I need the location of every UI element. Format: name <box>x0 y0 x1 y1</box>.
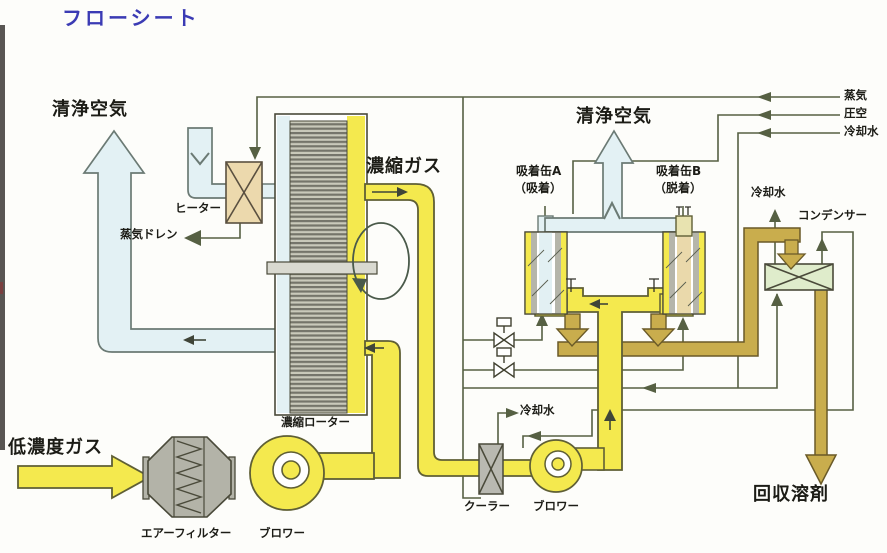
gas-into-rotor-arrow-icon <box>364 343 375 353</box>
solvent-down-arrow-icon <box>804 454 838 486</box>
vapor-down-arrow-icon <box>555 328 590 348</box>
label-cooler: クーラー <box>464 499 510 513</box>
gas-tee-arrow-icon <box>589 299 600 309</box>
utility-arrowheads <box>184 92 828 441</box>
steam-drain-arrow-icon <box>184 230 201 246</box>
gas-riser-up-arrow-icon <box>604 409 616 421</box>
steam-into-heater-arrow-icon <box>249 147 261 160</box>
heater <box>225 161 263 224</box>
label-recovered-solvent: 回収溶剤 <box>753 484 829 505</box>
condenser-cooling-in-arrow-icon <box>771 293 783 306</box>
label-clean-air-right: 清浄空気 <box>576 106 652 127</box>
label-concentrated-gas: 濃縮ガス <box>366 156 442 177</box>
steam-into-a-arrow-icon <box>536 313 548 326</box>
adsorber-vessel-a <box>524 231 568 315</box>
steam-valve-line-a <box>463 322 543 341</box>
adsorber-vessel-b <box>662 231 706 315</box>
rotor-shaft <box>266 261 378 275</box>
desorb-down-arrows <box>555 313 676 348</box>
label-compressed-air-supply: 圧空 <box>844 106 867 120</box>
label-blower-main: ブロワー <box>259 526 305 540</box>
concentration-rotor <box>266 113 410 416</box>
adsorber-b-top-fitting <box>675 206 693 237</box>
solvent-vapor-piping <box>557 227 807 357</box>
intake-down-chevron-icon <box>190 152 210 166</box>
cooler-unit <box>478 443 504 495</box>
label-adsorber-a-name: 吸着缶A <box>516 164 562 178</box>
rotation-arrow-icon <box>352 222 410 300</box>
low-concentration-gas-inlet-arrow-icon <box>17 454 152 500</box>
steam-supply-line <box>256 96 840 150</box>
scan-edge-artifact <box>0 25 5 450</box>
recovered-solvent-outlet <box>804 287 838 486</box>
label-steam-drain: 蒸気ドレン <box>120 227 178 241</box>
heater-air-intake-pipe <box>187 127 279 199</box>
air-filter-unit <box>142 436 236 518</box>
cooling-header-arrow-icon <box>642 383 656 393</box>
switching-valve-b <box>493 347 515 379</box>
clean-air-up-arrow-icon <box>82 129 278 353</box>
steam-valve-line-b <box>463 326 684 371</box>
label-air-filter: エアーフィルター <box>141 526 232 540</box>
fitting-pins-icon <box>676 206 691 215</box>
secondary-blower <box>529 439 605 493</box>
label-condenser: コンデンサー <box>798 208 867 222</box>
label-adsorber-b-mode: （脱着） <box>654 181 703 195</box>
cup-pins-icon <box>566 278 659 292</box>
cooling-water-arrow-icon <box>757 128 771 138</box>
vapor-down-arrow-icon <box>641 328 676 348</box>
label-clean-air-left: 清浄空気 <box>52 99 128 120</box>
label-cooling-water-condenser-out: 冷却水 <box>751 185 786 199</box>
cooling-water-header-line <box>463 294 778 389</box>
cooling-water-supply-line <box>737 132 840 388</box>
clean-air-up-arrow-icon <box>544 129 691 233</box>
label-low-concentration-gas: 低濃度ガス <box>8 437 103 458</box>
label-adsorber-a-mode: （吸着） <box>514 181 563 195</box>
compressed-air-arrow-icon <box>757 110 771 120</box>
label-heater: ヒーター <box>175 201 221 215</box>
steam-into-b-arrow-icon <box>677 317 689 330</box>
condenser-unit <box>764 263 834 291</box>
main-blower <box>249 435 375 511</box>
flow-left-arrow-icon <box>183 335 194 345</box>
page-title: フローシート <box>62 6 200 30</box>
vent-up-arrow-icon <box>816 238 828 251</box>
clean-air-up-chevron-icon <box>603 200 621 220</box>
steam-branch-line <box>462 97 481 499</box>
gas-out-arrow-icon <box>397 187 408 197</box>
cooler-cooling-out-line <box>497 412 512 446</box>
label-adsorber-b-name: 吸着缶B <box>656 164 702 178</box>
switching-valve-a <box>493 317 515 349</box>
vapor-into-condenser-arrow-icon <box>776 253 807 270</box>
label-cooling-water-cooler-out: 冷却水 <box>520 403 555 417</box>
steam-drain-line <box>198 223 241 239</box>
label-steam-supply: 蒸気 <box>844 88 867 102</box>
steam-arrow-icon <box>757 92 771 102</box>
clean-air-exhaust-left <box>82 129 278 353</box>
label-concentration-rotor: 濃縮ローター <box>281 415 350 429</box>
vent-recycle-arrow-icon <box>527 431 541 441</box>
condenser-cooling-out-arrow-icon <box>769 209 781 222</box>
vapor-collector-pipe <box>557 227 801 357</box>
label-cooling-water-supply: 冷却水 <box>844 124 879 138</box>
cooler-out-arrow-icon <box>506 408 519 418</box>
label-blower-secondary: ブロワー <box>533 499 579 513</box>
filter-media-zigzag-icon <box>174 440 204 514</box>
